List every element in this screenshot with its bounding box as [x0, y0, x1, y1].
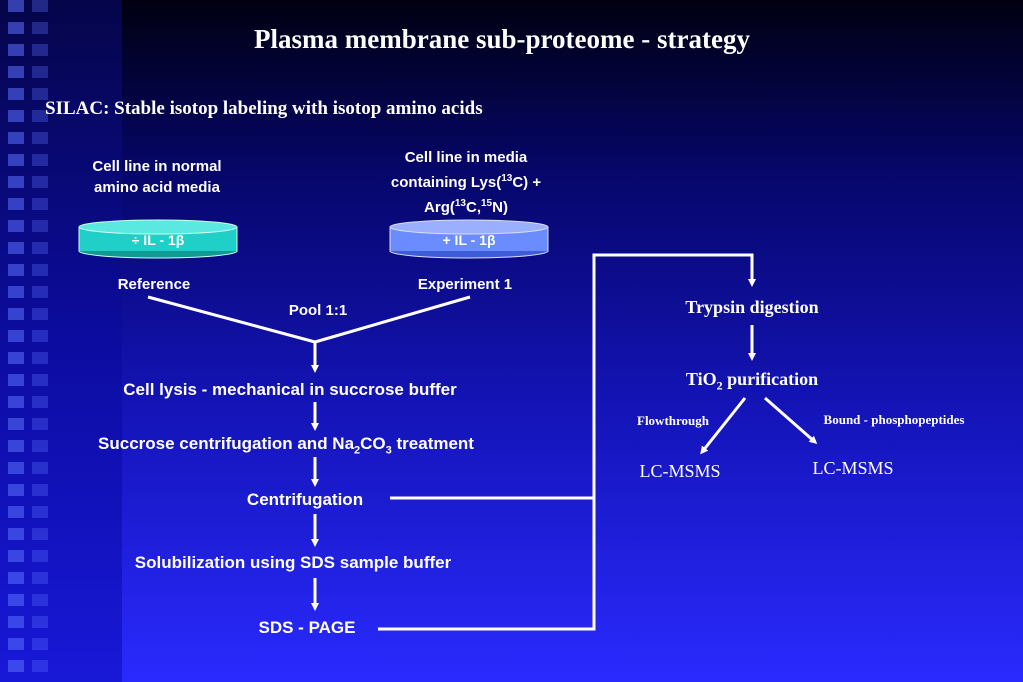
page-title: Plasma membrane sub-proteome - strategy [254, 24, 750, 54]
experiment-caption: Experiment 1 [417, 276, 513, 293]
step-sds-page: SDS - PAGE [258, 618, 356, 637]
reference-caption: Reference [117, 276, 191, 293]
lcmsms-bound: LC-MSMS [812, 458, 894, 478]
left-cylinder-label: ÷ IL - 1β [131, 232, 185, 248]
tio2-purification: TiO2 purification [685, 369, 819, 393]
connector-sds-page [378, 253, 756, 631]
flowthrough-label: Flowthrough [637, 413, 709, 428]
right-culture-dish-icon [389, 219, 549, 259]
right-cell-description: Cell line in media containing Lys(13C) +… [391, 147, 541, 218]
bound-phosphopeptides-label: Bound - phosphopeptides [823, 412, 965, 427]
decorative-squares-column-2 [32, 0, 48, 682]
silac-text: Stable isotop labeling with isotop amino… [109, 98, 483, 119]
arrow-to-bound-lcmsms [764, 396, 818, 444]
merge-line-right [314, 295, 471, 344]
right-cell-line3: Arg(13C,15N) [424, 198, 508, 216]
right-cylinder-label: + IL - 1β [442, 232, 496, 248]
left-cell-line2: amino acid media [94, 179, 220, 196]
right-cell-line2: containing Lys(13C) + [390, 173, 542, 191]
left-cell-description: Cell line in normal amino acid media [92, 156, 221, 198]
trypsin-digestion: Trypsin digestion [685, 297, 819, 317]
merge-line-left [147, 295, 316, 344]
arrow-to-flowthrough-lcmsms [700, 397, 747, 455]
left-culture-dish-icon [78, 219, 238, 259]
step-solubilization: Solubilization using SDS sample buffer [134, 553, 452, 572]
left-cell-line1: Cell line in normal [92, 158, 222, 175]
step-succrose-centrifugation: Succrose centrifugation and Na2CO3 treat… [98, 434, 474, 457]
pool-label: Pool 1:1 [288, 302, 348, 319]
step-cell-lysis: Cell lysis - mechanical in succrose buff… [123, 380, 457, 399]
step-centrifugation: Centrifugation [246, 490, 364, 509]
lcmsms-flowthrough: LC-MSMS [639, 461, 721, 481]
decorative-squares-column-1 [8, 0, 24, 682]
silac-heading: SILAC: Stable isotop labeling with isoto… [45, 98, 483, 120]
silac-prefix: SILAC: [45, 98, 110, 119]
right-cell-line1: Cell line in media [404, 149, 528, 166]
